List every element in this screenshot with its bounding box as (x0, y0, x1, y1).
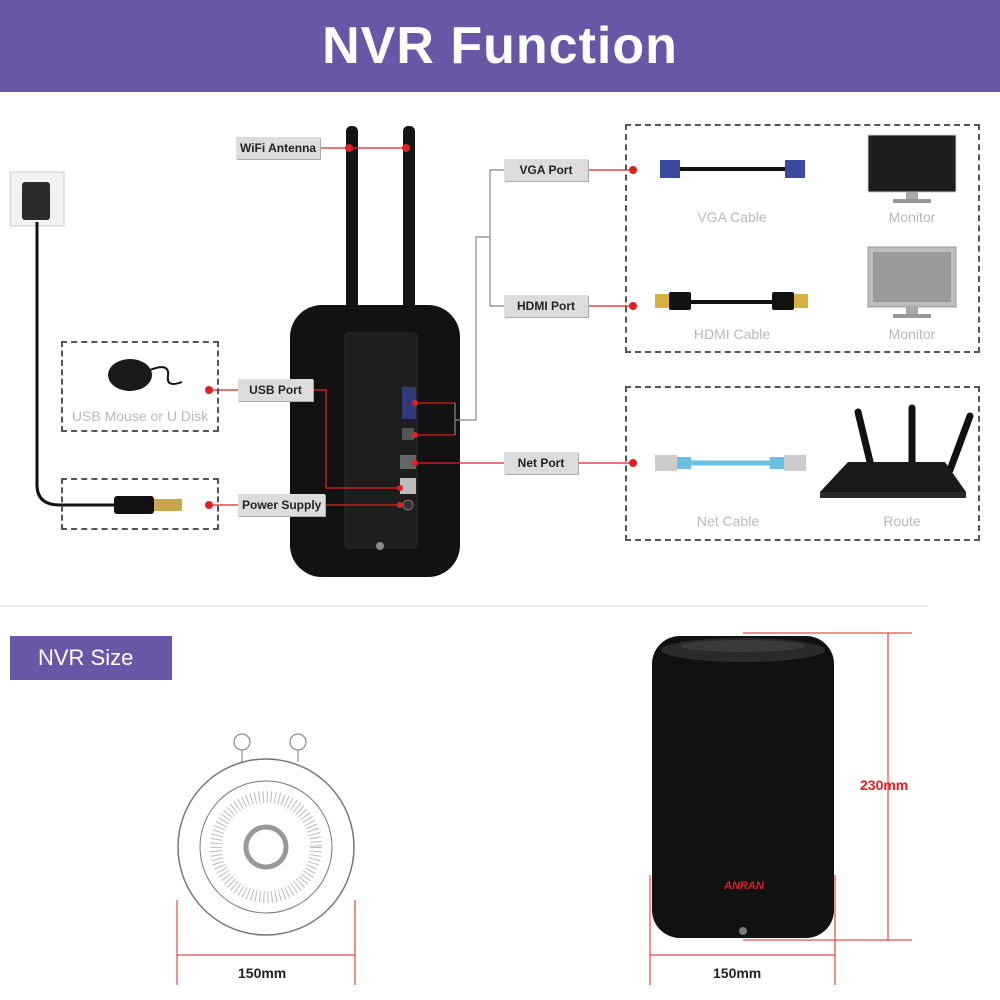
net-cable-icon (655, 455, 806, 471)
power-cable-icon (35, 222, 115, 507)
antenna-right-icon (403, 126, 415, 346)
top-view-width-dim: 150mm (238, 965, 287, 981)
nvr-size-title: NVR Size (10, 636, 172, 680)
hdmi-cable-icon (655, 292, 808, 310)
dc-plug-icon (114, 496, 182, 514)
hdmi-cable-caption: HDMI Cable (693, 326, 771, 342)
nvr-device-back (290, 305, 460, 577)
top-view-drawing (177, 733, 355, 936)
wifi-antenna-label: WiFi Antenna (236, 137, 321, 159)
monitor-hdmi-caption: Monitor (888, 326, 936, 342)
vga-port-label: VGA Port (504, 159, 588, 181)
wall-outlet-icon (9, 171, 65, 227)
network-box (625, 386, 980, 541)
usb-port-label: USB Port (238, 379, 313, 401)
power-supply-label: Power Supply (238, 494, 326, 516)
antenna-left-icon (346, 126, 358, 346)
vga-cable-icon (660, 160, 805, 178)
front-width-dim: 150mm (713, 965, 762, 981)
display-outputs-box (625, 124, 980, 353)
monitor-icon (867, 134, 957, 203)
nvr-device-front (652, 636, 834, 938)
router-caption: Route (883, 513, 921, 529)
monitor-vga-caption: Monitor (888, 209, 936, 225)
net-cable-caption: Net Cable (696, 513, 760, 529)
monitor-icon (867, 246, 957, 318)
height-dim: 230mm (860, 777, 909, 793)
usb-device-box (61, 341, 219, 432)
mouse-icon (108, 359, 183, 391)
power-adapter-box (61, 478, 219, 530)
brand-logo: ANRAN (724, 880, 764, 892)
vga-cable-caption: VGA Cable (697, 209, 767, 225)
router-icon (820, 404, 974, 498)
hdmi-port-label: HDMI Port (504, 295, 588, 317)
net-port-label: Net Port (504, 452, 578, 474)
usb-mouse-caption: USB Mouse or U Disk (71, 408, 209, 424)
page-title: NVR Function (0, 0, 1000, 92)
